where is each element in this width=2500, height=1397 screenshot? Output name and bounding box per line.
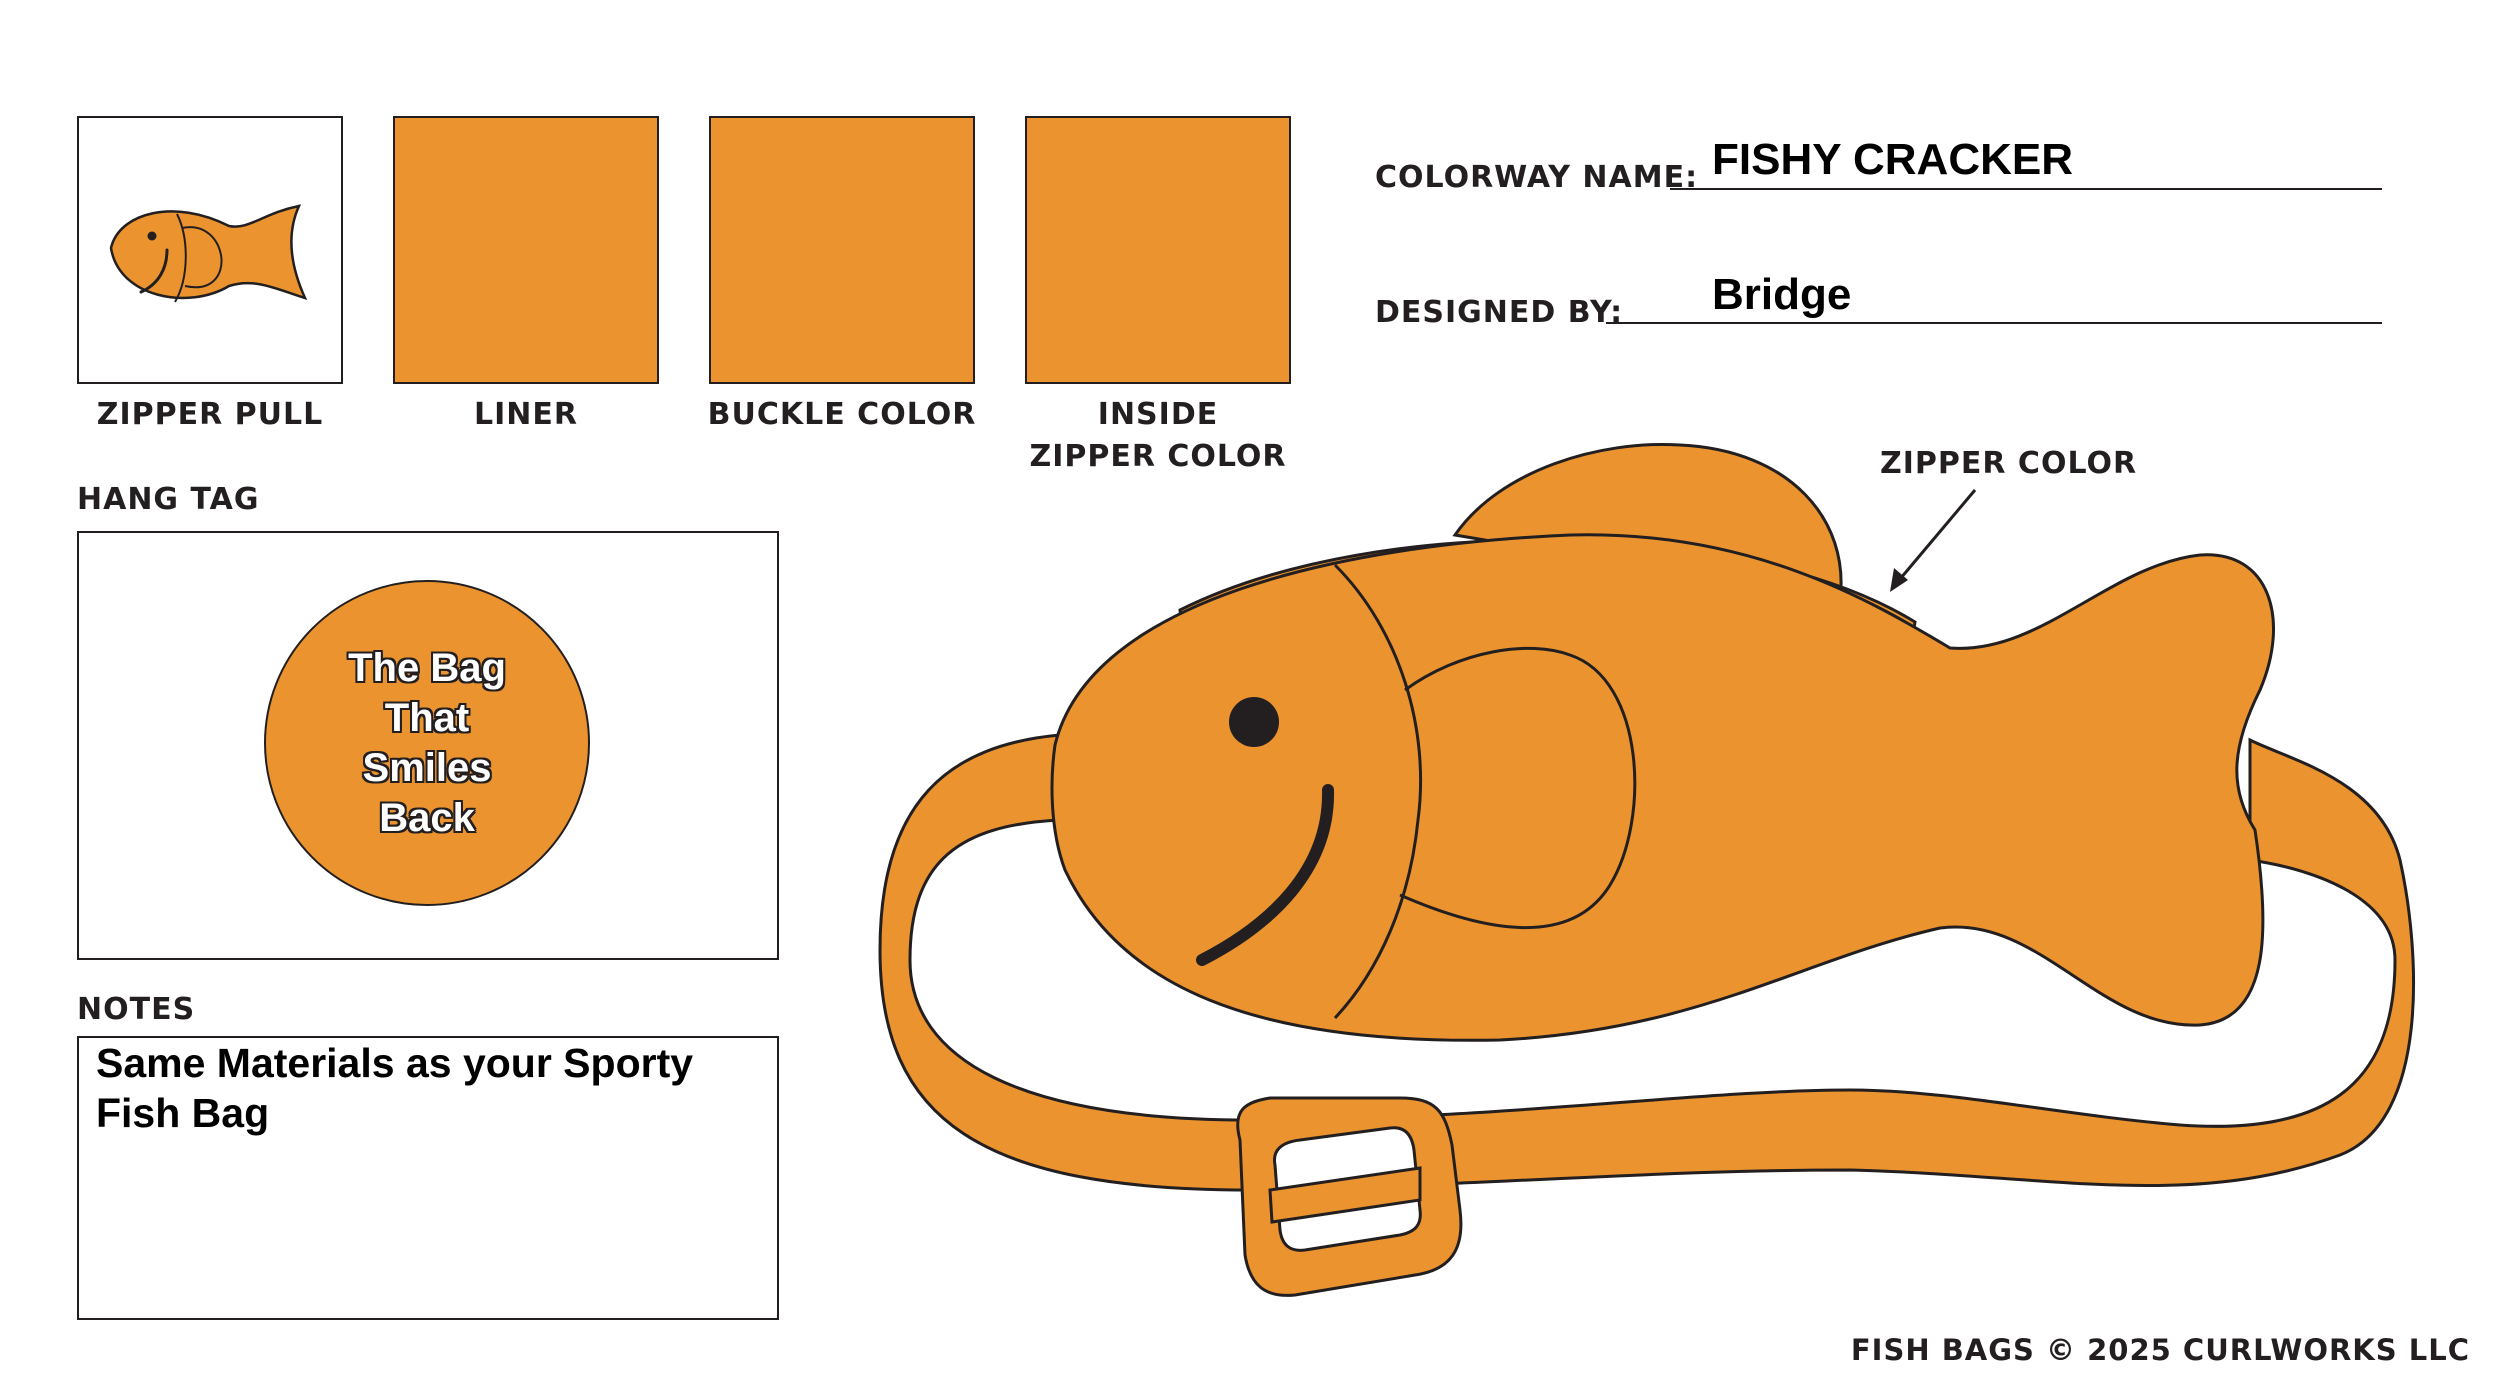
designed-by-value: Bridge bbox=[1712, 270, 1852, 319]
hang-tag-line: Back bbox=[379, 796, 475, 840]
fish-icon bbox=[109, 204, 308, 303]
inside-zipper-color-label-line1: INSIDE bbox=[1097, 397, 1219, 432]
footer-copyright: FISH BAGS © 2025 CURLWORKS LLC bbox=[1850, 1333, 2470, 1367]
hang-tag-box bbox=[77, 531, 779, 960]
colorway-name-value: FISHY CRACKER bbox=[1712, 135, 2074, 184]
hang-tag-label: HANG TAG bbox=[77, 482, 260, 517]
bag-eye bbox=[1229, 697, 1279, 747]
bag-body bbox=[1050, 533, 2275, 1042]
bag-side-fin bbox=[1399, 646, 1637, 929]
buckle-color-label: BUCKLE COLOR bbox=[707, 397, 977, 432]
hang-tag-text: The Bag That Smiles Back bbox=[317, 643, 537, 843]
colorway-name-label: COLORWAY NAME: bbox=[1375, 160, 1699, 195]
zipper-pull-swatch bbox=[77, 116, 343, 384]
buckle-color-swatch bbox=[709, 116, 975, 384]
notes-text: Same Materials as your Sporty Fish Bag bbox=[96, 1040, 694, 1136]
hang-tag-line: Smiles bbox=[362, 746, 492, 790]
hang-tag-line: That bbox=[384, 696, 470, 740]
notes-label: NOTES bbox=[77, 992, 196, 1027]
hang-tag-circle: The Bag That Smiles Back bbox=[264, 580, 590, 906]
liner-swatch bbox=[393, 116, 659, 384]
zipper-color-label: ZIPPER COLOR bbox=[1880, 446, 2138, 481]
liner-label: LINER bbox=[474, 397, 578, 432]
designed-by-line bbox=[1606, 322, 2382, 324]
bag-buckle bbox=[1236, 1096, 1463, 1297]
inside-zipper-color-swatch bbox=[1025, 116, 1291, 384]
inside-zipper-color-label-line2: ZIPPER COLOR bbox=[1029, 439, 1287, 474]
inside-zipper-color-label: INSIDE ZIPPER COLOR bbox=[993, 394, 1323, 478]
hang-tag-line: The Bag bbox=[348, 646, 506, 690]
designed-by-label: DESIGNED BY: bbox=[1375, 295, 1624, 330]
colorway-name-line bbox=[1670, 188, 2382, 190]
notes-box bbox=[77, 1036, 779, 1320]
bag-smile bbox=[1196, 784, 1335, 966]
zipper-pull-label: ZIPPER PULL bbox=[96, 397, 324, 432]
